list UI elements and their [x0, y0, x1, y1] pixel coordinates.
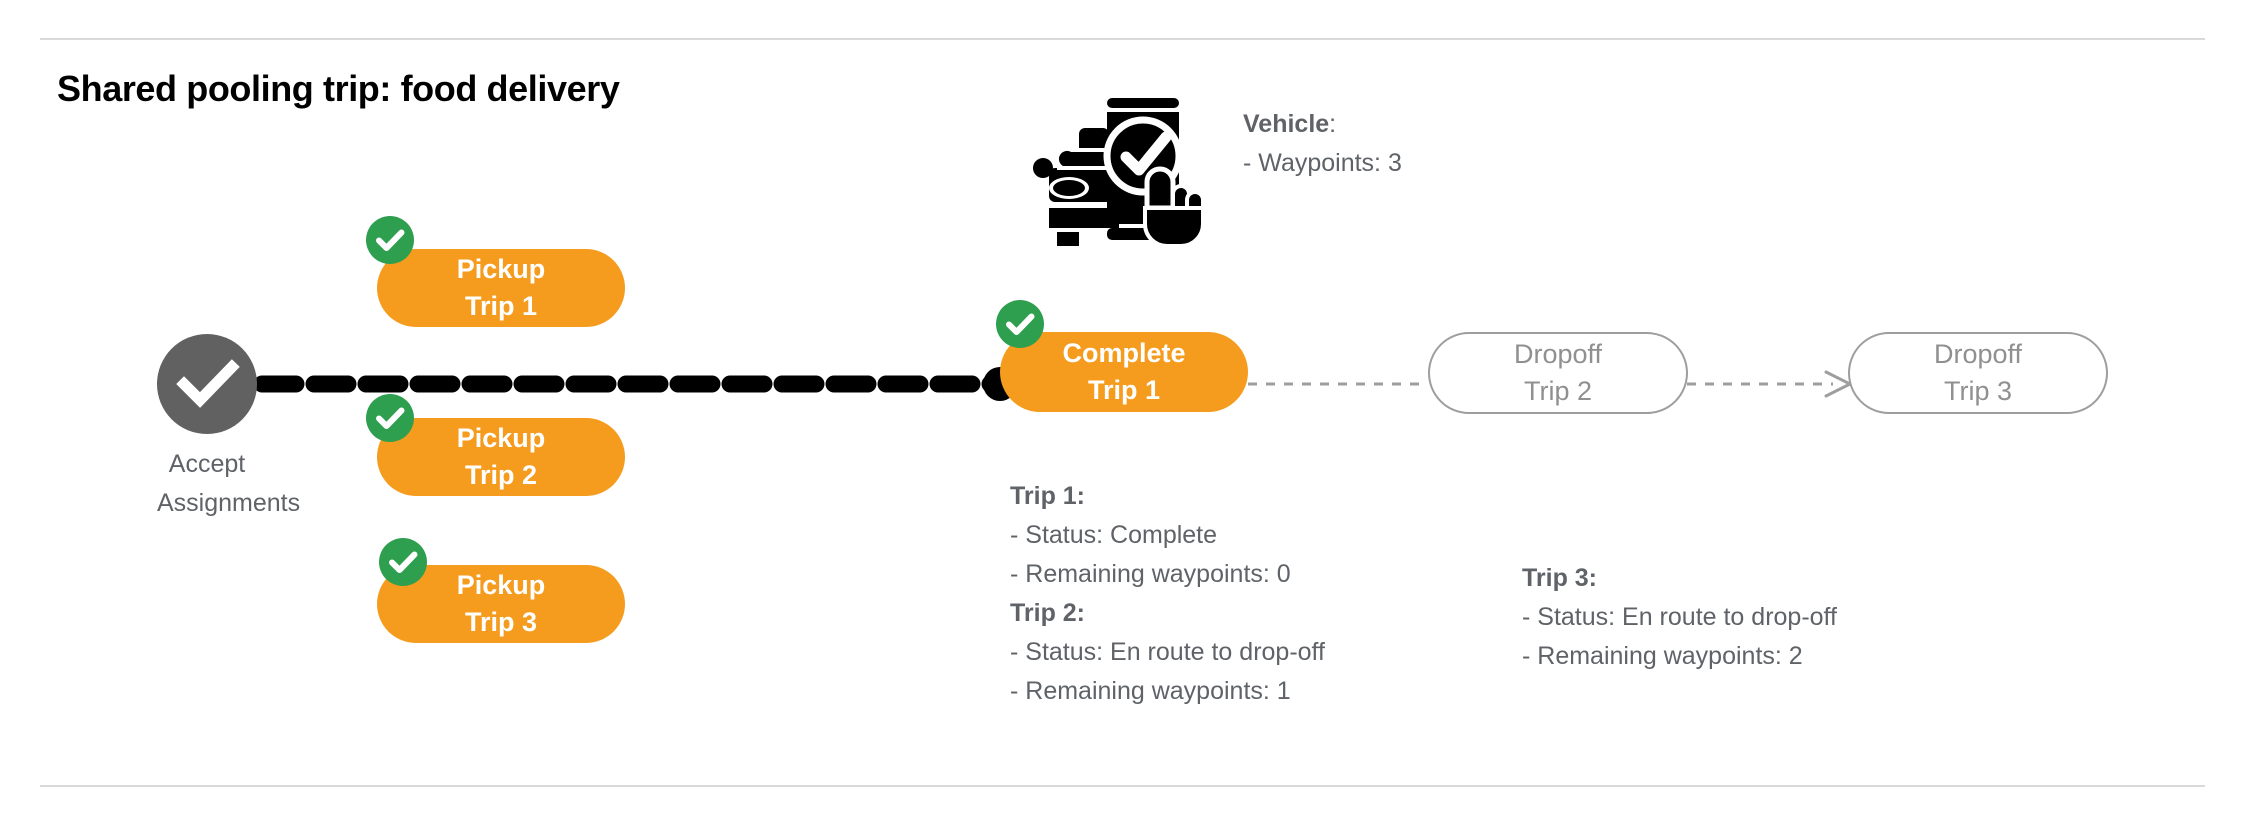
- trip-details-right: Trip 3: - Status: En route to drop-off -…: [1522, 559, 1837, 676]
- bottom-divider: [40, 785, 2205, 787]
- vehicle-info-block: Vehicle: - Waypoints: 3: [1243, 105, 1402, 183]
- pickup-trip-1-line2: Trip 1: [464, 291, 538, 321]
- pickup-trip-2-node[interactable]: Pickup Trip 2: [377, 418, 625, 496]
- dropoff-trip-3-line1: Dropoff: [1933, 339, 2023, 369]
- dropoff-trip-3-node[interactable]: Dropoff Trip 3: [1848, 332, 2108, 414]
- complete-trip-1-line2: Trip 1: [1087, 375, 1161, 405]
- pickup-trip-1-node[interactable]: Pickup Trip 1: [377, 249, 625, 327]
- trip-2-waypoints: - Remaining waypoints: 1: [1010, 677, 1291, 705]
- check-badge-icon: [379, 538, 427, 586]
- arrowhead-icon: [1824, 370, 1852, 398]
- pickup-trip-3-node[interactable]: Pickup Trip 3: [377, 565, 625, 643]
- vehicle-heading: Vehicle: [1243, 110, 1330, 138]
- trip-2-status: - Status: En route to drop-off: [1010, 638, 1325, 666]
- check-circle-icon: [157, 334, 257, 434]
- check-badge-icon: [366, 216, 414, 264]
- vehicle-heading-suffix: :: [1329, 110, 1337, 138]
- dropoff-trip-2-line2: Trip 2: [1523, 376, 1592, 406]
- pickup-trip-2-line1: Pickup: [456, 423, 546, 453]
- page-title: Shared pooling trip: food delivery: [57, 68, 620, 109]
- vehicle-waypoints: - Waypoints: 3: [1243, 149, 1402, 177]
- trip-3-waypoints: - Remaining waypoints: 2: [1522, 642, 1803, 670]
- pickup-trip-3-line1: Pickup: [456, 570, 546, 600]
- trip-details-left: Trip 1: - Status: Complete - Remaining w…: [1010, 477, 1325, 711]
- complete-trip-1-line1: Complete: [1062, 338, 1186, 368]
- dropoff-trip-2-line1: Dropoff: [1513, 339, 1603, 369]
- accept-assignments-label: Accept Assignments: [157, 450, 301, 517]
- trip-1-status: - Status: Complete: [1010, 521, 1218, 549]
- pickup-trip-2-line2: Trip 2: [464, 460, 538, 490]
- vehicle-heading-row: Vehicle:: [1243, 105, 1402, 144]
- trip-2-header: Trip 2:: [1010, 599, 1086, 627]
- trip-1-header: Trip 1:: [1010, 482, 1086, 510]
- trip-1-waypoints: - Remaining waypoints: 0: [1010, 560, 1291, 588]
- pickup-trip-3-line2: Trip 3: [464, 607, 538, 637]
- trip-3-status: - Status: En route to drop-off: [1522, 603, 1837, 631]
- dropoff-trip-3-line2: Trip 3: [1943, 376, 2012, 406]
- dropoff-trip-2-node[interactable]: Dropoff Trip 2: [1428, 332, 1688, 414]
- check-badge-icon: [366, 394, 414, 442]
- top-divider: [40, 38, 2205, 40]
- check-badge-icon: [996, 300, 1044, 348]
- complete-trip-1-node[interactable]: Complete Trip 1: [1000, 332, 1248, 412]
- car-phone-check-icon: [1027, 90, 1205, 248]
- accept-assignments-node[interactable]: Accept Assignments: [157, 334, 301, 523]
- trip-3-header: Trip 3:: [1522, 564, 1598, 592]
- pickup-trip-1-line1: Pickup: [456, 254, 546, 284]
